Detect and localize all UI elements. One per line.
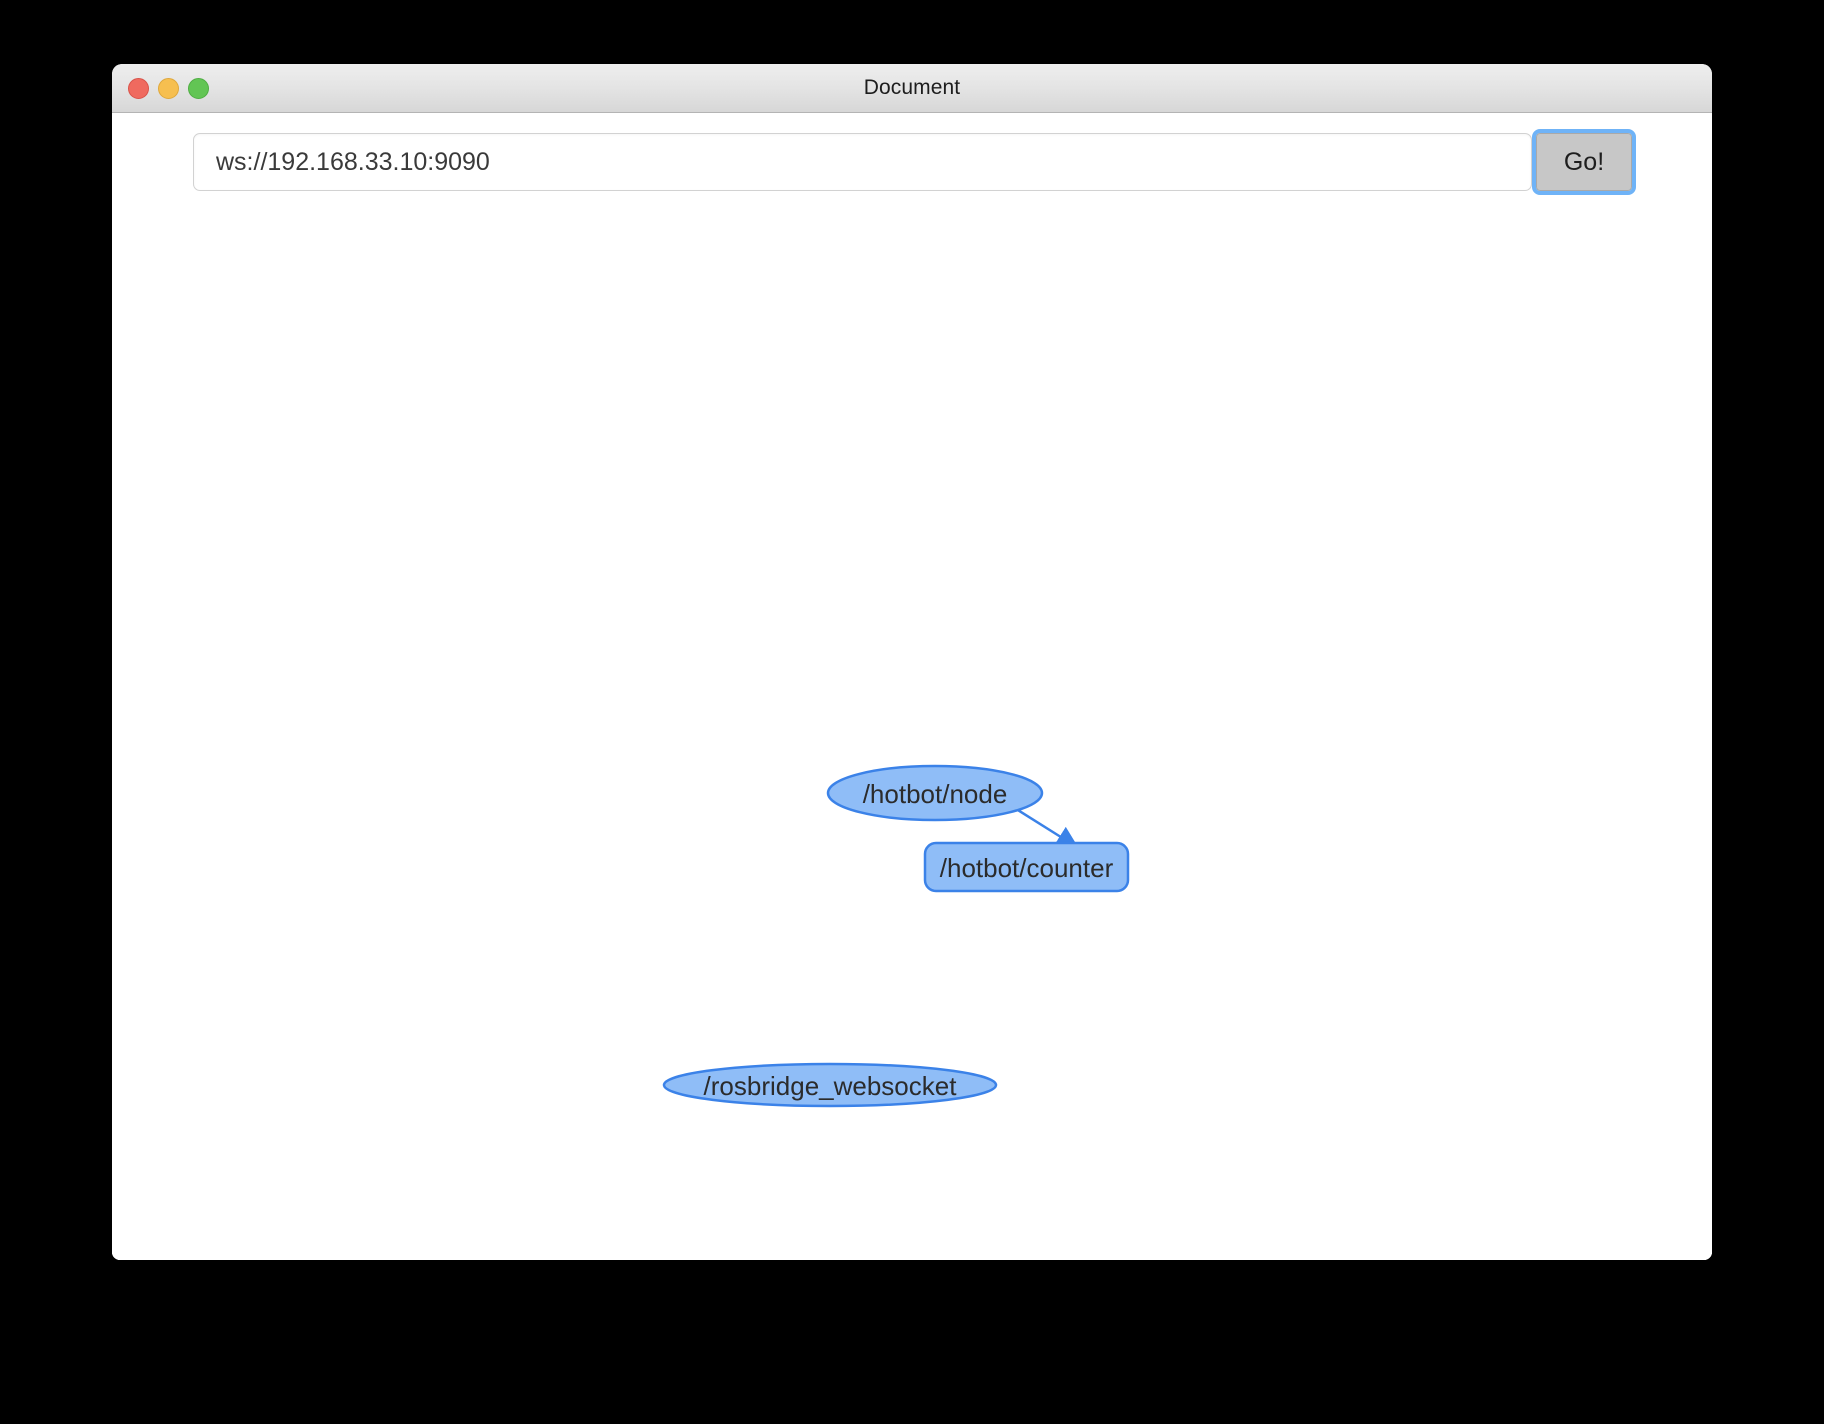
graph-edge-hotbot-node-to-hotbot-counter[interactable] <box>1012 805 1079 849</box>
node-label: /hotbot/counter <box>940 853 1114 883</box>
node-shape-ellipse <box>826 764 1044 822</box>
window-title: Document <box>863 76 961 99</box>
node-label: /hotbot/node <box>863 779 1008 809</box>
window-titlebar: Document <box>112 64 1712 113</box>
graph-node-hotbot-counter[interactable]: /hotbot/counter <box>923 841 1130 893</box>
graph-node-rosbridge-websocket[interactable]: /rosbridge_websocket <box>662 1062 998 1108</box>
go-button[interactable]: Go! <box>1532 129 1636 195</box>
zoom-window-button[interactable] <box>188 77 209 99</box>
page-body: Go! /hotbot/node <box>112 113 1712 1260</box>
node-shape-ellipse <box>662 1062 998 1108</box>
edge-line <box>1012 805 1079 849</box>
node-label: /rosbridge_websocket <box>704 1071 958 1101</box>
minimize-window-button[interactable] <box>158 77 179 99</box>
connection-toolbar: Go! <box>112 113 1712 213</box>
ros-graph-canvas[interactable]: /hotbot/node /hotbot/counter /rosbridge_… <box>112 213 1712 1260</box>
close-window-button[interactable] <box>128 77 149 99</box>
ros-graph-svg: /hotbot/node /hotbot/counter /rosbridge_… <box>662 764 1130 1108</box>
websocket-url-input[interactable] <box>193 133 1532 191</box>
application-window: Document Go! <box>112 64 1712 1260</box>
window-controls <box>128 64 209 112</box>
node-shape-rounded-rect <box>923 841 1130 893</box>
graph-node-hotbot-node[interactable]: /hotbot/node <box>826 764 1044 822</box>
